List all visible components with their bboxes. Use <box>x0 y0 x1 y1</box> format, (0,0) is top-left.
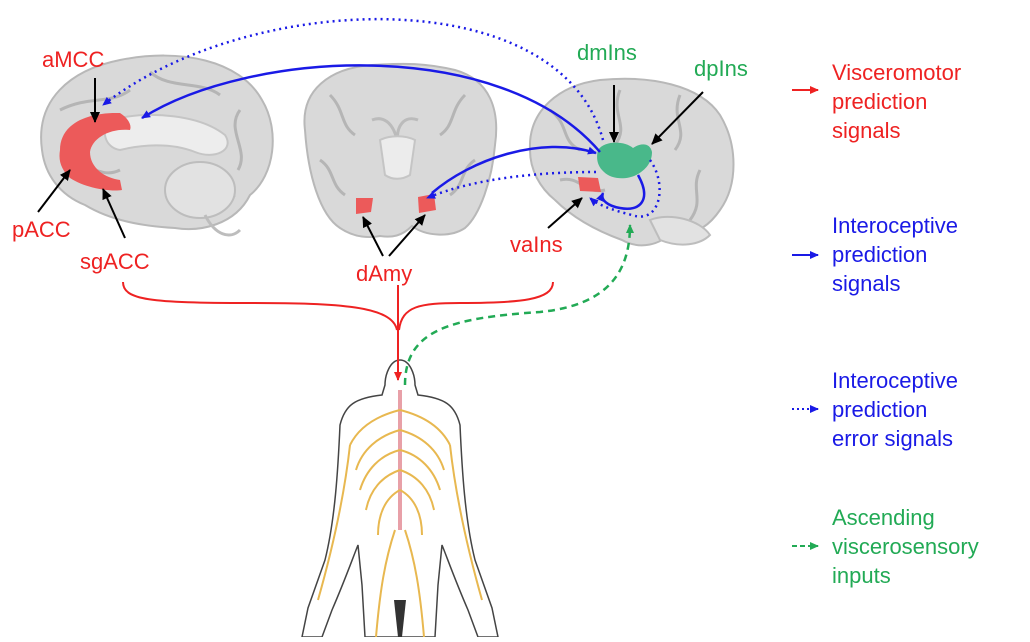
label-damy: dAmy <box>356 262 412 286</box>
label-sgacc: sgACC <box>80 250 150 274</box>
label-dplns: dpIns <box>694 57 748 81</box>
left-amygdala <box>356 198 373 214</box>
visceromotor-pathway <box>123 282 553 380</box>
coronal-brain <box>304 64 496 237</box>
body-figure <box>302 360 498 637</box>
label-dmlns: dmIns <box>577 41 637 65</box>
right-amygdala <box>418 194 436 213</box>
label-pacc: pACC <box>12 218 71 242</box>
label-valns: vaIns <box>510 233 563 257</box>
label-amcc: aMCC <box>42 48 104 72</box>
valns-region <box>578 177 601 192</box>
legend-arrows <box>792 90 818 546</box>
